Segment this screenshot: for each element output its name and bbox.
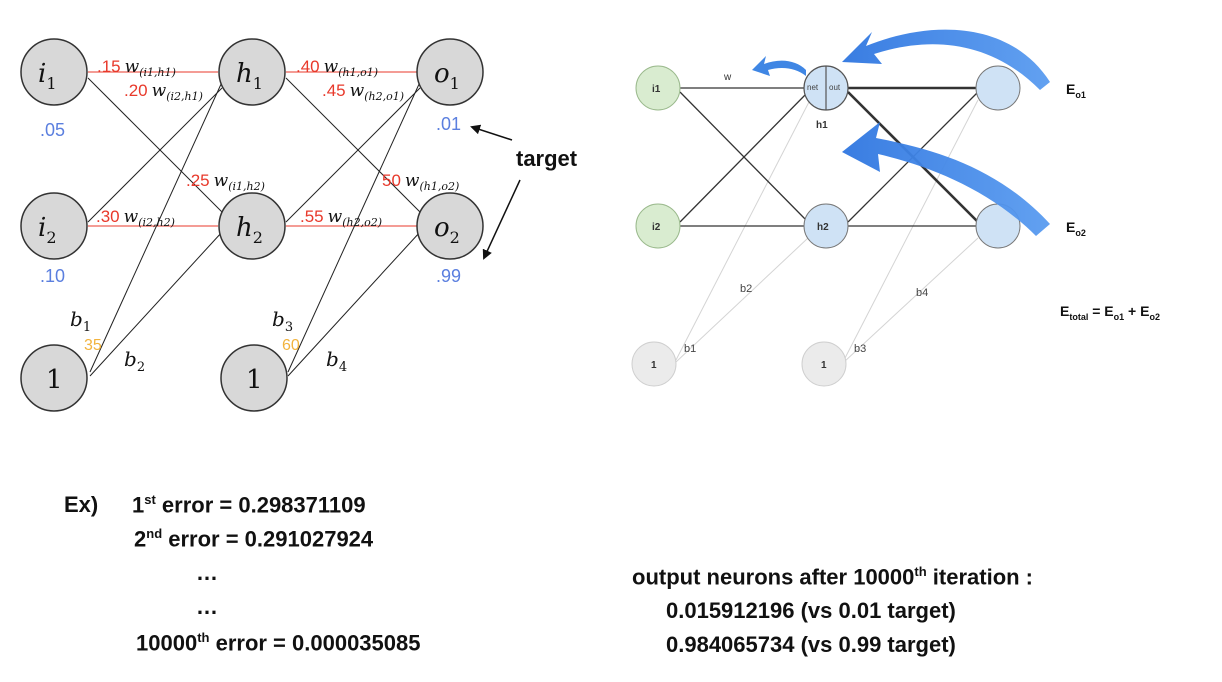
label-bias2: 1 bbox=[246, 365, 263, 395]
r-label-b1: b1 bbox=[684, 343, 696, 355]
target-arrow-o1 bbox=[470, 124, 513, 141]
node-bias2 bbox=[220, 344, 288, 412]
r-label-w: w bbox=[723, 72, 732, 83]
node-bias1 bbox=[20, 344, 88, 412]
ellipsis-2: … bbox=[196, 594, 218, 619]
error-total-formula: Etotal = Eo1 + Eo2 bbox=[1060, 303, 1160, 322]
left-nodes bbox=[20, 38, 484, 412]
left-network: i1 i2 h1 h2 o1 o2 1 1 .05 .10 .01 .99 ta… bbox=[20, 38, 578, 412]
r-node-i2 bbox=[635, 203, 681, 249]
r-label-i1: i1 bbox=[652, 84, 661, 95]
input-value-i2: .10 bbox=[40, 266, 65, 286]
left-node-labels: i1 i2 h1 h2 o1 o2 1 1 bbox=[38, 59, 460, 395]
error-line-final: 10000th error = 0.000035085 bbox=[136, 630, 421, 656]
r-label-b4: b4 bbox=[916, 287, 928, 299]
node-i2 bbox=[20, 192, 88, 260]
node-o2 bbox=[416, 192, 484, 260]
output-neurons-heading: output neurons after 10000th iteration : bbox=[632, 564, 1034, 590]
backprop-arrow-eo2 bbox=[842, 122, 1050, 236]
label-i2: i2 bbox=[38, 213, 57, 247]
label-bias1: 1 bbox=[46, 365, 63, 395]
target-value-o2: .99 bbox=[436, 266, 461, 286]
input-value-i1: .05 bbox=[40, 120, 65, 140]
error-line-2: 2nd error = 0.291027924 bbox=[134, 526, 374, 552]
output-neuron-1: 0.015912196 (vs 0.01 target) bbox=[666, 598, 956, 623]
r-label-h2: h2 bbox=[817, 222, 829, 233]
right-bias-edges bbox=[675, 99, 979, 363]
r-label-h1-out: out bbox=[829, 83, 841, 92]
label-i1: i1 bbox=[38, 59, 57, 93]
label-o2: o2 bbox=[434, 213, 460, 247]
left-values: .05 .10 .01 .99 bbox=[40, 114, 461, 286]
node-i1 bbox=[20, 38, 88, 106]
target-value-o1: .01 bbox=[436, 114, 461, 134]
r-edge-b4-o2 bbox=[843, 237, 979, 363]
bias-value-b1: 35 bbox=[84, 337, 102, 354]
target-arrow-o2 bbox=[482, 179, 521, 260]
error-label-eo1: Eo1 bbox=[1066, 81, 1086, 100]
r-label-b2: b2 bbox=[740, 283, 752, 295]
error-line-1: 1st error = 0.298371109 bbox=[132, 492, 366, 518]
r-label-i2: i2 bbox=[652, 222, 661, 233]
label-o1: o1 bbox=[434, 59, 460, 93]
edge-h2-o1 bbox=[285, 87, 421, 223]
bias-label-b1: b1 bbox=[70, 307, 91, 335]
node-h1 bbox=[218, 38, 286, 106]
bias-value-b3: 60 bbox=[282, 337, 300, 354]
error-label-eo2: Eo2 bbox=[1066, 219, 1086, 238]
r-label-bias2: 1 bbox=[821, 360, 827, 371]
label-h1: h1 bbox=[236, 59, 263, 93]
edge-b4-o2 bbox=[287, 231, 421, 377]
r-label-b3: b3 bbox=[854, 343, 866, 355]
edge-i1-h2 bbox=[87, 77, 223, 213]
backprop-arrow-eo1 bbox=[842, 29, 1050, 90]
target-label: target bbox=[516, 146, 578, 171]
r-edge-b3-o1 bbox=[843, 99, 979, 361]
r-edge-b1-h1 bbox=[675, 99, 811, 361]
right-node-labels: i1 i2 h2 h1 1 1 bbox=[651, 84, 829, 371]
node-h2 bbox=[218, 192, 286, 260]
left-biases: b1 35 b2 b3 60 b4 bbox=[70, 307, 347, 375]
output-neuron-2: 0.984065734 (vs 0.99 target) bbox=[666, 632, 956, 657]
example-label: Ex) bbox=[64, 492, 99, 517]
bias-label-b2: b2 bbox=[124, 347, 145, 375]
node-o1 bbox=[416, 38, 484, 106]
r-edge-b2-h2 bbox=[675, 237, 809, 363]
right-bias-labels: b2 b1 b4 b3 bbox=[684, 283, 928, 355]
edge-i2-h1 bbox=[87, 87, 223, 223]
r-node-o1 bbox=[975, 65, 1021, 111]
r-node-h2 bbox=[803, 203, 849, 249]
r-label-bias1: 1 bbox=[651, 360, 657, 371]
r-edge-i2-h1 bbox=[679, 91, 809, 223]
edge-h1-o2 bbox=[285, 77, 421, 213]
ellipsis-1: … bbox=[196, 560, 218, 585]
bias-label-b3: b3 bbox=[272, 307, 293, 335]
r-label-h1: h1 bbox=[816, 120, 828, 131]
left-edges bbox=[87, 71, 421, 377]
edge-b3-o1 bbox=[287, 81, 421, 373]
r-node-i1 bbox=[635, 65, 681, 111]
r-node-bias1 bbox=[631, 341, 677, 387]
edge-b1-h1 bbox=[89, 81, 223, 373]
bias-label-b4: b4 bbox=[326, 347, 347, 375]
r-node-bias2 bbox=[801, 341, 847, 387]
right-network: i1 i2 h2 h1 1 1 net out w b2 b1 b4 b3 Eo… bbox=[631, 29, 1160, 387]
r-label-h1-net: net bbox=[807, 83, 819, 92]
label-h2: h2 bbox=[236, 213, 263, 247]
edge-b2-h2 bbox=[89, 231, 223, 377]
backprop-arrow-w bbox=[752, 56, 806, 76]
